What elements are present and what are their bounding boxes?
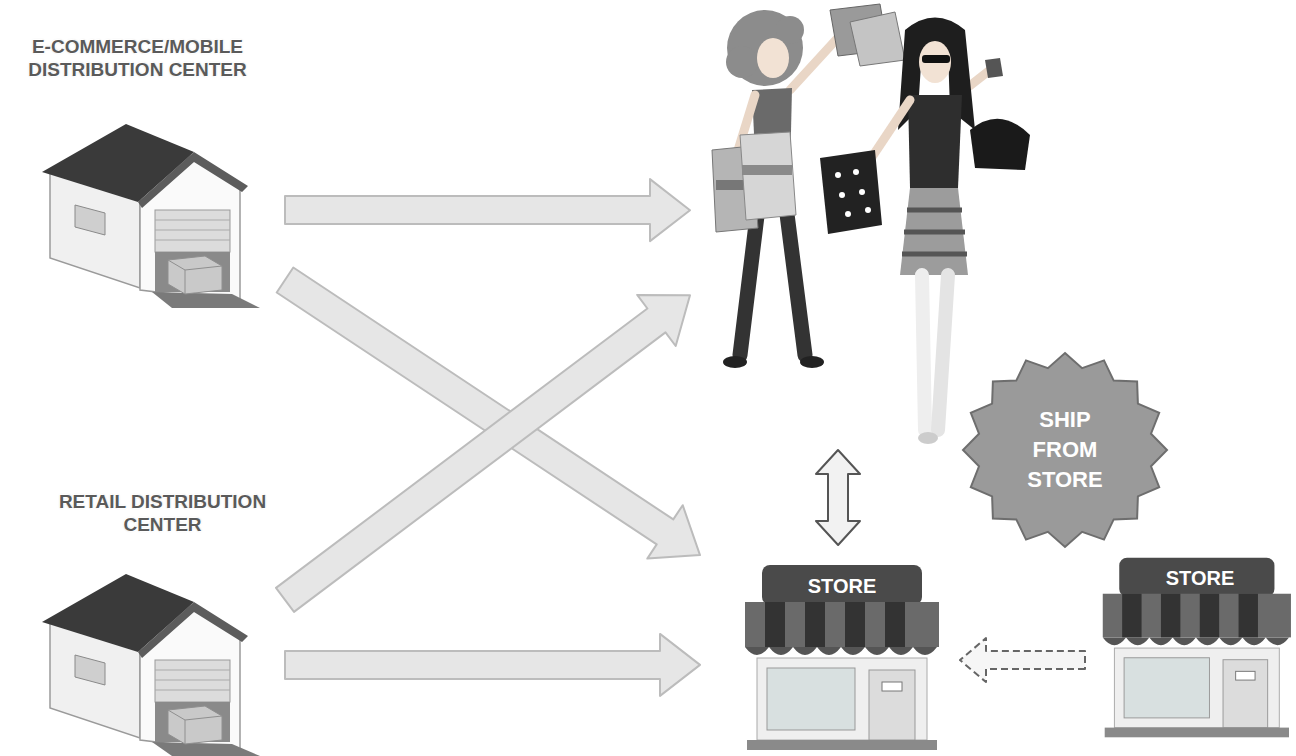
sunglasses — [922, 55, 950, 63]
skirt-stripe — [907, 208, 962, 213]
bag-dot — [853, 169, 859, 175]
store-base — [747, 740, 937, 750]
starburst-shape — [963, 353, 1167, 547]
striped-skirt — [900, 188, 968, 275]
jacket — [908, 95, 962, 188]
door-sign — [1236, 671, 1255, 680]
block-arrow — [277, 268, 700, 559]
garage-door — [155, 660, 230, 702]
parcel-box — [168, 706, 222, 744]
warehouse-roof — [42, 574, 194, 652]
awning-stripe — [885, 602, 905, 647]
awning-stripe — [765, 602, 785, 647]
store-door — [869, 670, 915, 740]
warehouse-icon — [42, 574, 260, 756]
door-line — [155, 240, 230, 241]
badge-text-holder: SHIP FROM STORE — [960, 350, 1170, 550]
curly-hair — [726, 46, 758, 78]
parcel-edge — [168, 710, 222, 720]
curly-hair — [776, 16, 804, 44]
store-label: STORE — [1100, 566, 1296, 590]
skirt-stripe — [904, 230, 965, 235]
bag-dot — [835, 172, 841, 178]
distribution-center: RETAIL DISTRIBUTION CENTER — [0, 485, 285, 756]
node-heading: RETAIL DISTRIBUTION CENTER — [45, 490, 280, 536]
bag-dot — [859, 189, 865, 195]
parcel-edge — [185, 270, 186, 294]
dotted-bag — [820, 150, 882, 234]
warehouse-apron — [152, 292, 260, 308]
store-door — [1223, 660, 1268, 728]
door-line — [155, 230, 230, 231]
parcel-edge — [168, 260, 222, 270]
face — [757, 38, 789, 78]
store-wall — [757, 658, 927, 740]
awning — [1103, 594, 1291, 638]
door-line — [155, 680, 230, 681]
awning-stripe — [1200, 594, 1219, 638]
block-arrow — [285, 634, 700, 696]
store-base — [1105, 728, 1289, 738]
distribution-center: E-COMMERCE/MOBILE DISTRIBUTION CENTER — [0, 30, 285, 310]
face — [919, 41, 951, 83]
door-line — [155, 690, 230, 691]
awning — [745, 602, 939, 647]
awning-stripe — [1239, 594, 1258, 638]
block-arrow — [285, 179, 690, 241]
starburst-badge: SHIP FROM STORE — [960, 350, 1170, 550]
skirt-stripe — [902, 252, 967, 257]
warehouse-roof — [42, 124, 194, 202]
shoppers-illustration — [712, 4, 1030, 444]
parcel-box — [168, 256, 222, 294]
badge-text: SHIP FROM STORE — [1009, 405, 1121, 495]
store-wall — [1114, 648, 1279, 728]
awning-stripe — [845, 602, 865, 647]
block-arrow — [276, 295, 690, 612]
warehouse-icon — [42, 124, 260, 308]
leg — [922, 275, 925, 430]
awning-stripe — [805, 602, 825, 647]
double-block-arrow — [816, 450, 860, 545]
shoe — [918, 432, 938, 444]
store-node: STORE — [700, 545, 960, 755]
bag-dot — [845, 211, 851, 217]
door-line — [155, 220, 230, 221]
shoe — [800, 356, 824, 368]
dashed-block-arrow — [960, 638, 1085, 682]
warehouse-window — [75, 205, 105, 235]
store-window — [1124, 658, 1209, 718]
garage-door — [155, 210, 230, 252]
door-line — [155, 670, 230, 671]
shopping-bag — [850, 12, 905, 66]
handbag — [970, 119, 1030, 170]
curly-hair — [727, 10, 803, 86]
parcel-edge — [185, 720, 186, 744]
door-sign — [882, 682, 902, 691]
shoe — [723, 356, 747, 368]
leg — [938, 275, 948, 430]
warehouse-window — [75, 655, 105, 685]
arm — [870, 100, 910, 160]
awning-stripe — [1122, 594, 1141, 638]
warehouse-roof-edge — [138, 602, 248, 658]
bag-stripe — [742, 165, 792, 175]
store-label: STORE — [742, 574, 942, 598]
bag-dot — [865, 207, 871, 213]
warehouse-roof-edge — [138, 152, 248, 208]
store-window — [767, 668, 855, 730]
store-node: STORE — [1085, 550, 1296, 745]
awning-stripe — [1161, 594, 1180, 638]
awning-scallop — [745, 647, 937, 655]
node-heading: E-COMMERCE/MOBILE DISTRIBUTION CENTER — [20, 35, 255, 81]
warehouse-apron — [152, 742, 260, 756]
card — [985, 58, 1003, 78]
bag-dot — [839, 192, 845, 198]
shopping-bag — [740, 132, 796, 220]
awning-scallop — [1103, 637, 1289, 645]
